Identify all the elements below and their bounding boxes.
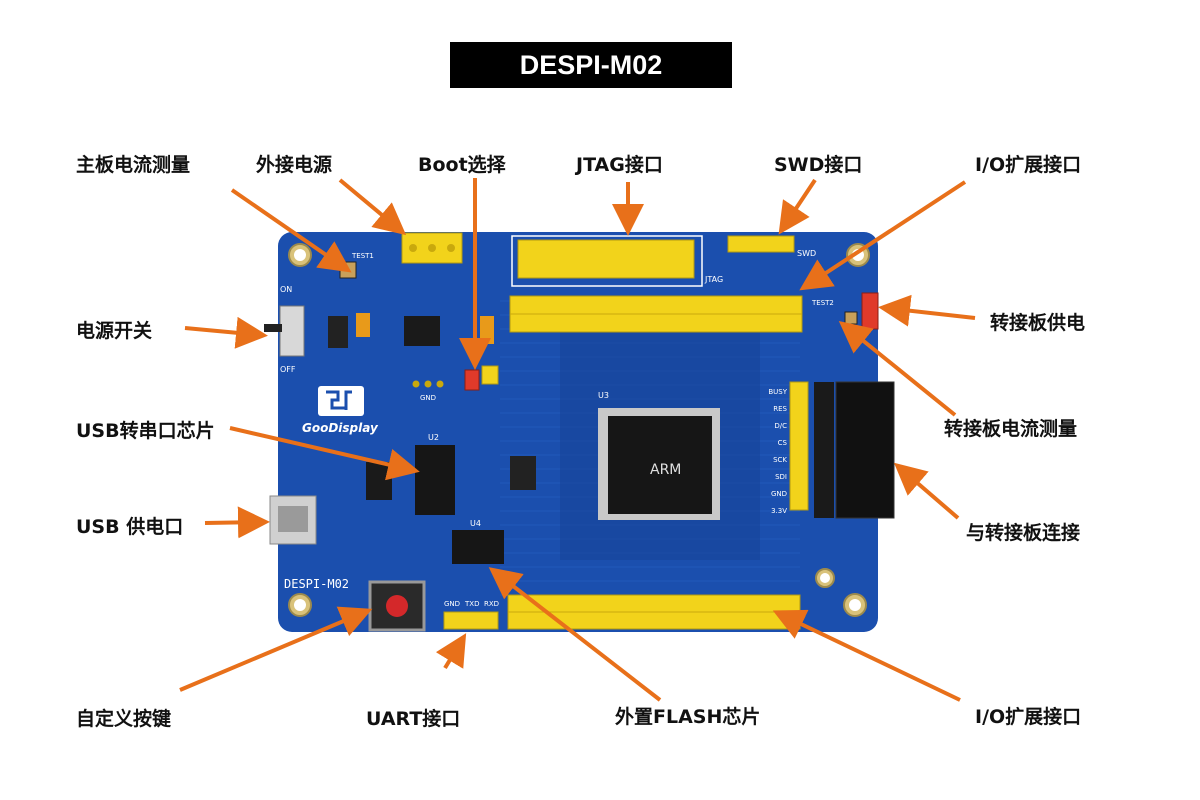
svg-text:BUSY: BUSY (768, 388, 787, 396)
power-switch: ON OFF (264, 285, 305, 374)
svg-text:U4: U4 (470, 519, 481, 528)
label-adapter-connect: 与转接板连接 (966, 522, 1081, 544)
label-uart: UART接口 (366, 708, 461, 730)
small-chip (510, 456, 536, 490)
label-adapter-current: 转接板电流测量 (944, 418, 1078, 440)
label-io-top: I/O扩展接口 (975, 154, 1082, 176)
io-header-bottom (507, 594, 801, 630)
svg-text:SWD: SWD (797, 249, 816, 258)
svg-text:CS: CS (778, 439, 788, 447)
swd-header: SWD (727, 235, 816, 258)
svg-text:SCK: SCK (773, 456, 787, 464)
mcu-chip: ARM U3 (598, 391, 720, 520)
adapter-connector: BUSY RES D/C CS SCK SDI GND 3.3V (768, 381, 895, 519)
diode-d1 (328, 316, 348, 348)
usb-serial-chip: U2 (415, 433, 455, 515)
adapter-power-jumper (861, 292, 879, 330)
svg-text:RES: RES (773, 405, 787, 413)
svg-text:U2: U2 (428, 433, 439, 442)
regulator-u1 (404, 316, 440, 346)
uart-header: GND TXD RXD (443, 600, 499, 630)
svg-text:TEST1: TEST1 (351, 252, 374, 260)
flash-chip: U4 (452, 519, 504, 564)
label-custom-key: 自定义按键 (76, 708, 172, 730)
svg-text:RXD: RXD (484, 600, 499, 608)
svg-text:GND: GND (444, 600, 460, 608)
svg-text:ON: ON (280, 285, 292, 294)
custom-key-button (368, 580, 426, 632)
svg-text:U3: U3 (598, 391, 609, 400)
gnd-vias: GND (412, 380, 444, 402)
svg-text:GND: GND (771, 490, 787, 498)
label-jtag: JTAG接口 (576, 154, 663, 176)
ext-power-header (401, 232, 463, 264)
svg-text:TXD: TXD (464, 600, 479, 608)
cap-c2 (356, 313, 370, 337)
label-boot-select: Boot选择 (418, 154, 506, 176)
svg-text:OFF: OFF (280, 365, 296, 374)
test2-pad (844, 311, 858, 325)
svg-text:D/C: D/C (774, 422, 787, 430)
svg-text:JTAG: JTAG (704, 275, 723, 284)
jtag-header: JTAG (511, 235, 723, 287)
label-main-current: 主板电流测量 (76, 154, 191, 176)
crystal (366, 462, 392, 500)
svg-text:TEST2: TEST2 (811, 299, 834, 307)
label-io-bottom: I/O扩展接口 (975, 706, 1082, 728)
board-title: DESPI-M02 (450, 42, 732, 88)
callout-arrows (179, 178, 976, 702)
svg-text:ARM: ARM (650, 462, 681, 478)
label-usb-power: USB 供电口 (76, 516, 184, 538)
svg-text:3.3V: 3.3V (771, 507, 787, 515)
goodisplay-logo: GooDisplay (302, 386, 379, 435)
svg-text:GND: GND (420, 394, 436, 402)
label-ext-power: 外接电源 (256, 154, 333, 176)
boot-jumper (464, 365, 499, 391)
usb-port (269, 495, 317, 545)
label-ext-flash: 外置FLASH芯片 (615, 706, 761, 728)
board-silk-name: DESPI-M02 (284, 577, 349, 591)
svg-text:GooDisplay: GooDisplay (302, 421, 379, 435)
label-usb-serial: USB转串口芯片 (76, 420, 215, 442)
io-header-top (509, 295, 803, 333)
label-adapter-power: 转接板供电 (990, 312, 1086, 334)
label-swd: SWD接口 (774, 154, 863, 176)
svg-text:SDI: SDI (775, 473, 787, 481)
cap-c4 (480, 316, 494, 344)
label-power-switch: 电源开关 (76, 320, 153, 342)
